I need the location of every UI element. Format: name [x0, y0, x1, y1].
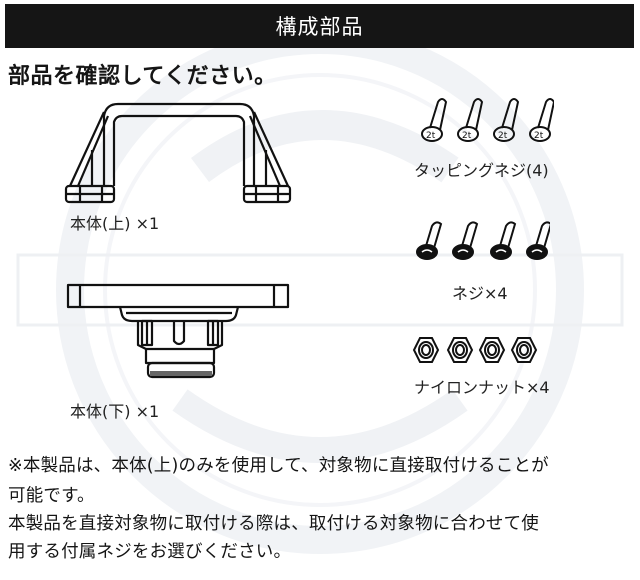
screw-icon: [416, 221, 550, 260]
part-label-tapping-screw: タッピングネジ(4): [414, 161, 549, 180]
page-title: 構成部品: [275, 15, 364, 39]
tapping-screw-icon: 2t 2t 2t 2t: [421, 98, 554, 142]
instruction-heading: 部品を確認してください。: [8, 64, 277, 89]
note-line-4: 用する付属ネジをお選びください。: [8, 542, 292, 562]
part-screws: [414, 220, 550, 262]
note-line-3: 本製品を直接対象物に取付ける際は、取付ける対象物に合わせて使: [8, 514, 539, 534]
part-tapping-screws: 2t 2t 2t 2t: [418, 96, 554, 144]
part-label-body-bottom: 本体(下) ×1: [70, 402, 160, 421]
part-label-nylon-nut: ナイロンナット×4: [414, 378, 550, 397]
bracket-top-icon: [64, 102, 292, 204]
part-label-screw: ネジ×4: [452, 284, 508, 303]
svg-text:2t: 2t: [534, 131, 544, 141]
part-body-bottom: [66, 283, 290, 381]
svg-text:2t: 2t: [426, 131, 436, 141]
header-bar: 構成部品: [5, 4, 634, 48]
nylon-nut-icon: [412, 337, 538, 363]
svg-text:2t: 2t: [498, 131, 508, 141]
base-bottom-icon: [66, 283, 290, 379]
part-label-body-top: 本体(上) ×1: [70, 214, 160, 233]
note-line-1: ※本製品は、本体(上)のみを使用して、対象物に直接取付けることが: [8, 456, 549, 476]
svg-text:2t: 2t: [462, 131, 472, 141]
part-body-top: [62, 100, 292, 204]
part-nylon-nuts: [412, 336, 542, 366]
note-line-2: 可能です。: [8, 486, 95, 506]
